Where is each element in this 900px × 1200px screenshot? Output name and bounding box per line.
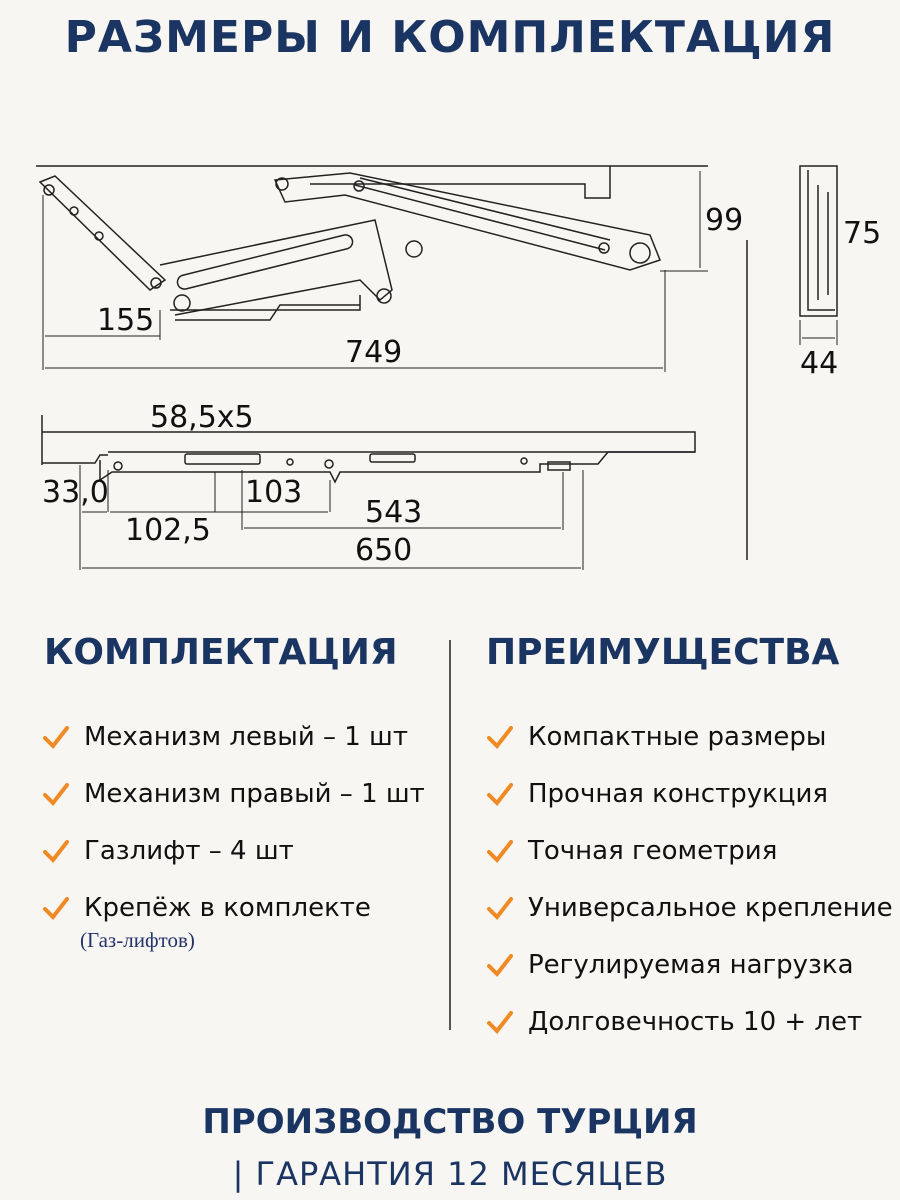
- kit-list: Механизм левый – 1 шт Механизм правый – …: [42, 708, 425, 936]
- check-icon: [487, 896, 513, 920]
- list-item: Точная геометрия: [486, 822, 893, 879]
- page-title: РАЗМЕРЫ И КОМПЛЕКТАЦИЯ: [64, 12, 836, 63]
- dim-offset: 155: [97, 303, 154, 338]
- bottom-view-rail: [41, 415, 696, 484]
- check-icon: [43, 896, 69, 920]
- advantages-list: Компактные размеры Прочная конструкция Т…: [486, 708, 893, 1050]
- dim-length: 749: [345, 335, 402, 370]
- list-item: Регулируемая нагрузка: [486, 936, 893, 993]
- kit-note: (Газ-лифтов): [80, 928, 195, 952]
- dim-102-5: 102,5: [125, 513, 211, 548]
- list-item: Долговечность 10 + лет: [486, 993, 893, 1050]
- check-icon: [487, 1010, 513, 1034]
- check-icon: [487, 725, 513, 749]
- dim-33: 33,0: [42, 475, 109, 510]
- list-item: Прочная конструкция: [486, 765, 893, 822]
- list-item: Газлифт – 4 шт: [42, 822, 425, 879]
- dim-height: 99: [705, 203, 743, 238]
- technical-drawing: 99 155 749 75 44 58,5x5 33,0 102,5 103 5…: [36, 165, 881, 570]
- list-item: Механизм правый – 1 шт: [42, 765, 425, 822]
- list-item: Универсальное крепление: [486, 879, 893, 936]
- check-icon: [487, 953, 513, 977]
- origin-text: ПРОИЗВОДСТВО ТУРЦИЯ: [202, 1102, 698, 1142]
- warranty-text: | ГАРАНТИЯ 12 МЕСЯЦЕВ: [232, 1155, 668, 1193]
- end-view: [746, 165, 838, 560]
- check-icon: [43, 782, 69, 806]
- dim-543: 543: [365, 495, 422, 530]
- dim-profile: 58,5x5: [150, 400, 254, 435]
- advantages-heading: ПРЕИМУЩЕСТВА: [486, 632, 840, 673]
- list-item: Компактные размеры: [486, 708, 893, 765]
- list-item: Механизм левый – 1 шт: [42, 708, 425, 765]
- dim-end-height: 75: [843, 216, 881, 251]
- dim-650: 650: [355, 533, 412, 568]
- side-view-mechanism: [36, 165, 708, 321]
- dim-103: 103: [245, 475, 302, 510]
- check-icon: [487, 782, 513, 806]
- dim-end-width: 44: [800, 346, 838, 381]
- list-item: Крепёж в комплекте: [42, 879, 425, 936]
- check-icon: [43, 839, 69, 863]
- column-divider: [449, 640, 451, 1030]
- kit-heading: КОМПЛЕКТАЦИЯ: [44, 632, 398, 673]
- check-icon: [487, 839, 513, 863]
- check-icon: [43, 725, 69, 749]
